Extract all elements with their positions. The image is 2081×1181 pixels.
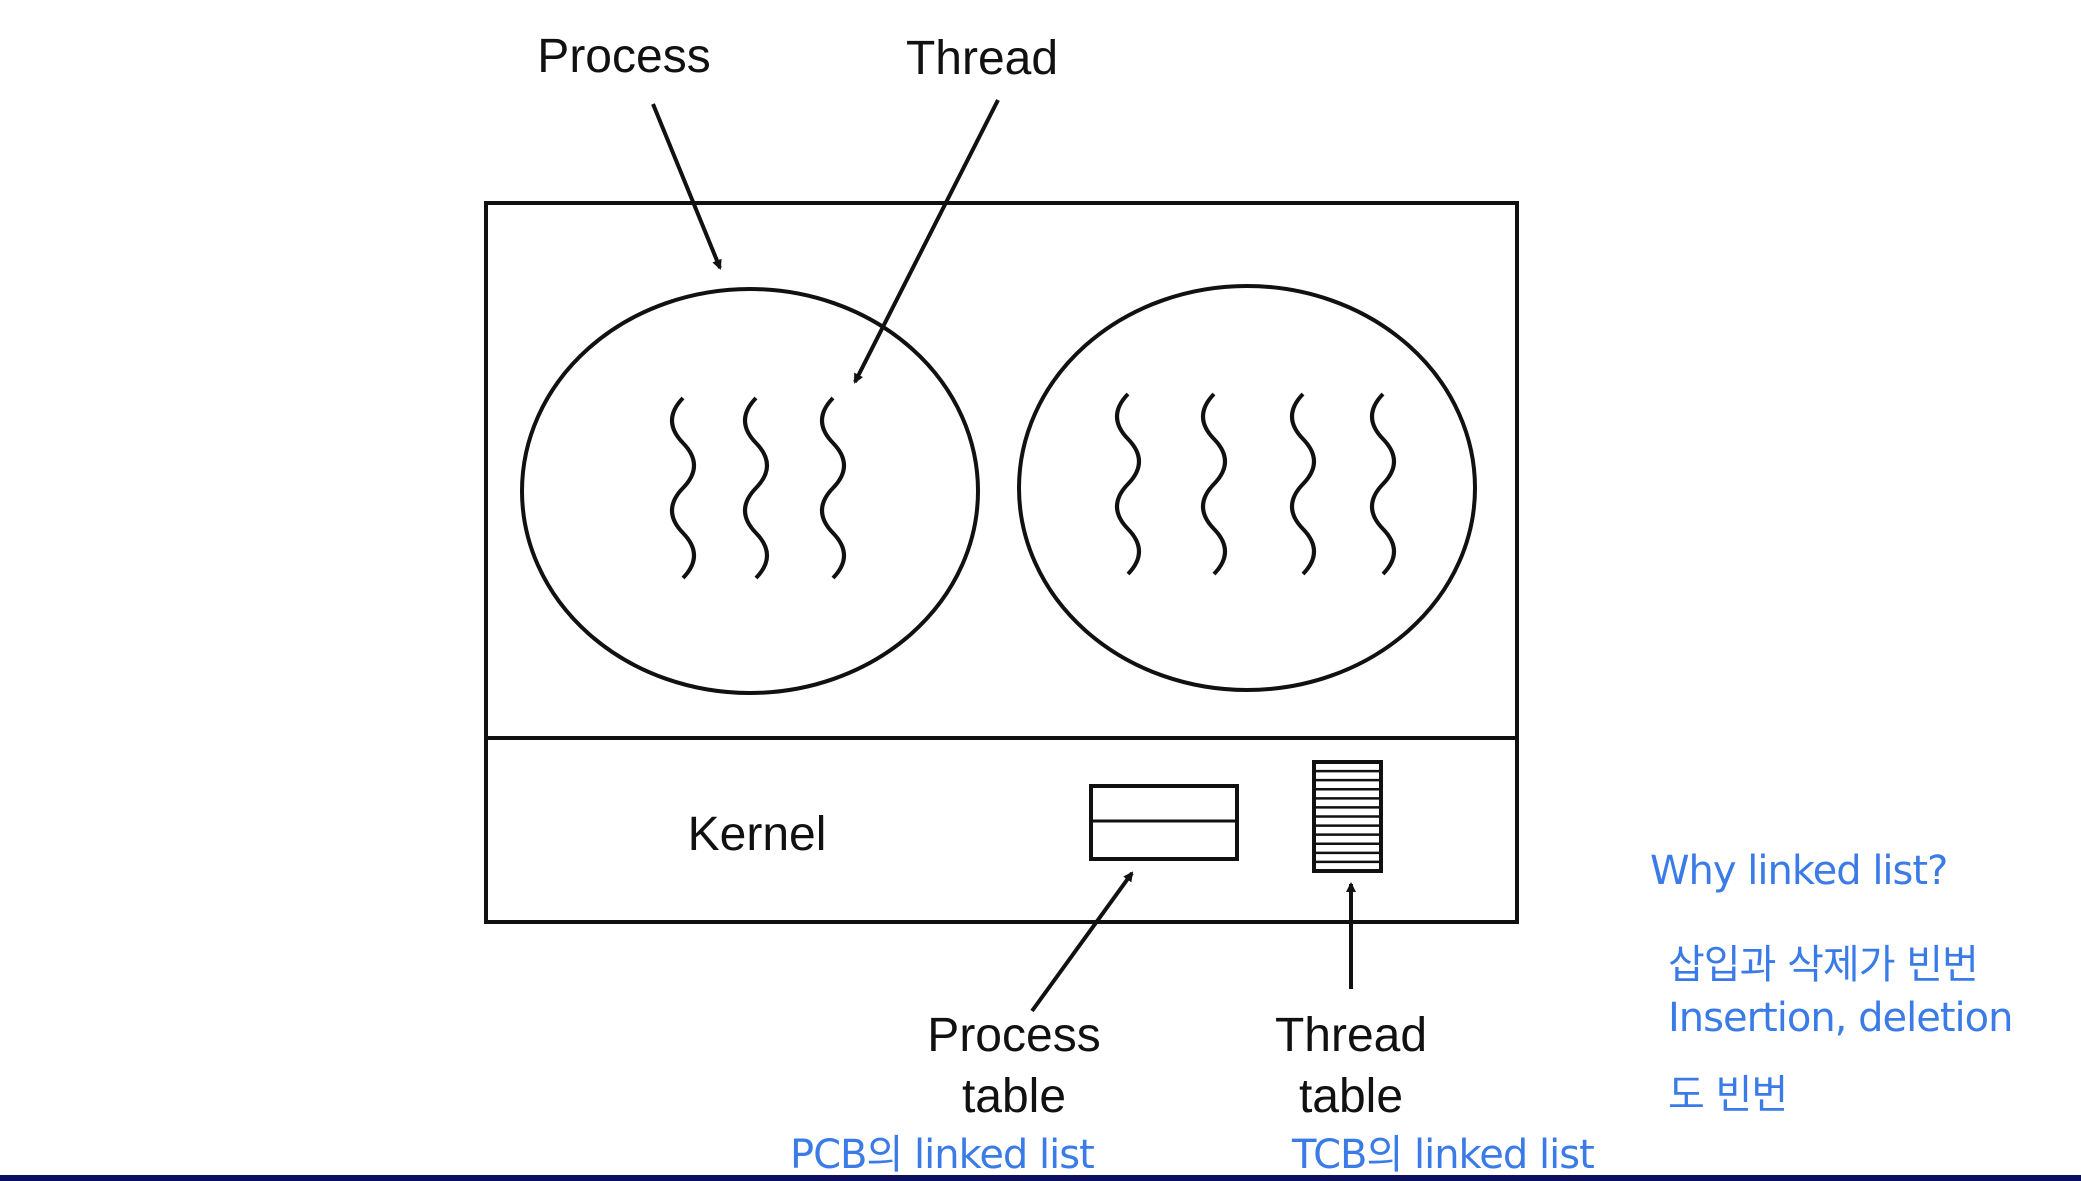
tcb-note: TCB의 linked list — [1292, 1132, 1595, 1178]
system-box — [484, 201, 1519, 924]
thread-label: Thread — [906, 32, 1058, 85]
thread-arrow — [853, 99, 1000, 384]
process-circle-1 — [520, 287, 980, 695]
process-arrow — [651, 103, 722, 270]
thread-icon — [1370, 392, 1396, 576]
thread-icon — [670, 396, 696, 580]
thread-icon — [743, 396, 769, 580]
thread-table-label-2: table — [1299, 1070, 1403, 1123]
thread-icon — [1115, 392, 1141, 576]
process-label: Process — [537, 30, 710, 83]
process-table-label-2: table — [962, 1070, 1066, 1123]
process-table-arrow — [1030, 871, 1134, 1013]
thread-icon — [820, 396, 846, 580]
why-note-line-2: 삽입과 삭제가 빈번 — [1668, 942, 1979, 988]
thread-icon — [1201, 392, 1227, 576]
why-note-line-1: Why linked list? — [1650, 848, 1948, 894]
why-note-line-4: 도 빈번 — [1668, 1072, 1788, 1118]
why-note-line-3: Insertion, deletion — [1668, 995, 2013, 1041]
pcb-note: PCB의 linked list — [790, 1132, 1095, 1178]
bottom-bar — [0, 1175, 2081, 1181]
thread-table-label-1: Thread — [1275, 1009, 1427, 1062]
kernel-label: Kernel — [688, 808, 827, 861]
process-circle-2 — [1017, 284, 1477, 692]
process-table-label-1: Process — [927, 1009, 1100, 1062]
thread-icon — [1290, 392, 1316, 576]
